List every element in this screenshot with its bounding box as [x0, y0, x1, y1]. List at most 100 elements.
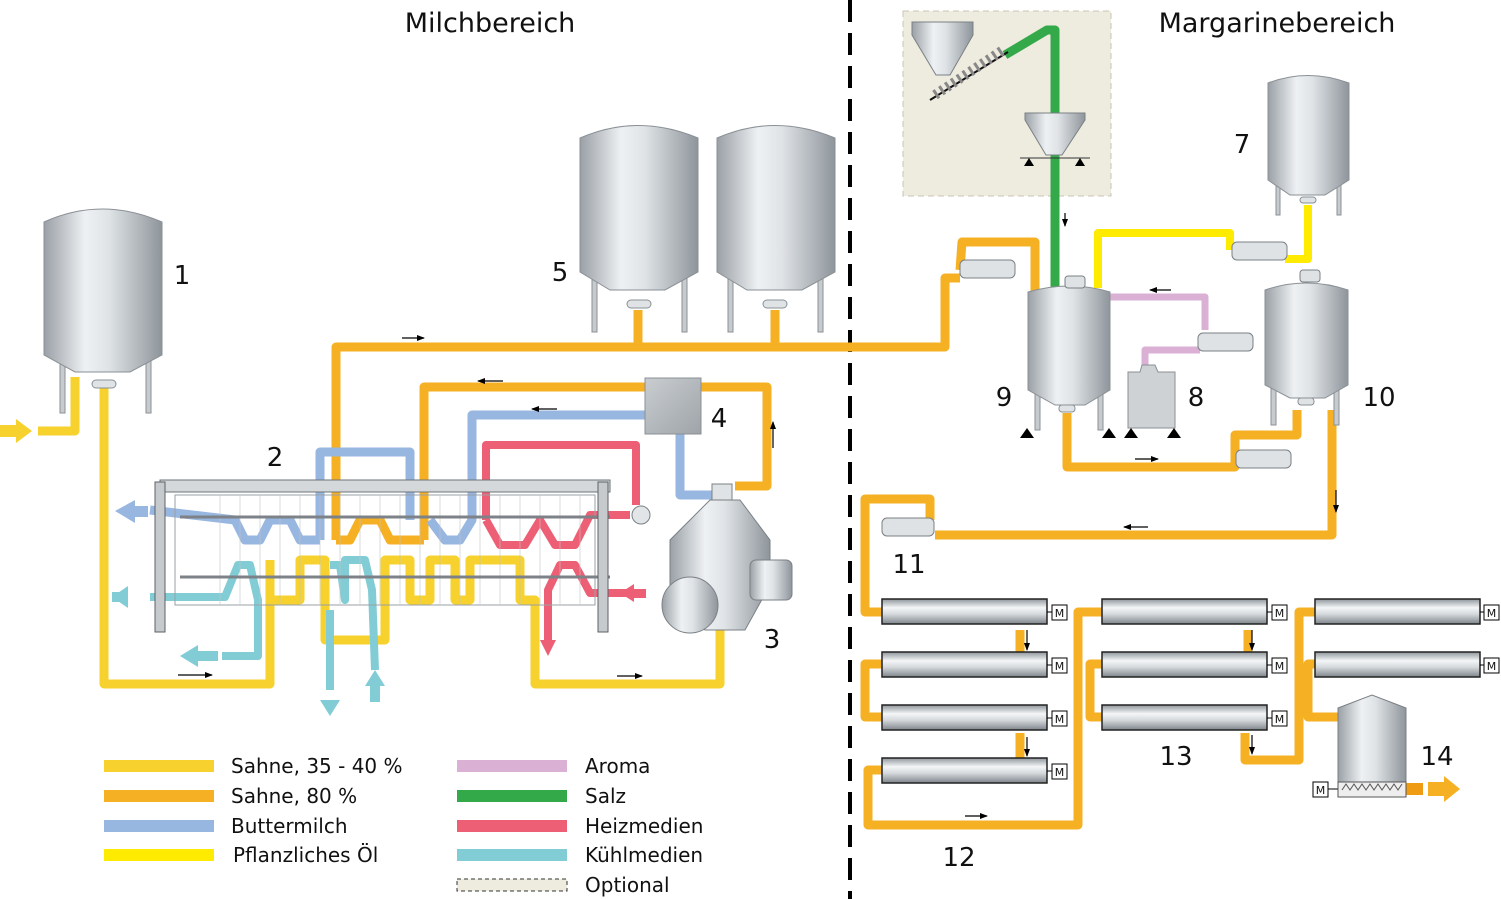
legend-label-kuehlmedien: Kühlmedien	[585, 843, 703, 867]
motor-icon: M	[1267, 604, 1288, 621]
motor-icon: M	[1267, 710, 1288, 727]
label-9: 9	[996, 383, 1013, 413]
svg-text:M: M	[1055, 660, 1065, 673]
pipes-margarine	[860, 410, 1460, 830]
pipe-salt	[1002, 25, 1060, 290]
motor-icon: M	[1047, 763, 1068, 780]
cylinder-13-3	[1101, 704, 1268, 731]
pump-icon	[1197, 332, 1254, 352]
cylinder-12-4	[881, 757, 1048, 784]
aroma-container-8	[1124, 364, 1181, 438]
svg-text:M: M	[1275, 660, 1285, 673]
cylinder-r-2	[1314, 651, 1481, 678]
motor-icon: M	[1047, 657, 1068, 674]
cooling-out-arrow-icon	[180, 645, 198, 667]
plate-heat-exchanger	[154, 479, 651, 633]
label-3: 3	[764, 625, 781, 655]
cooling-cylinders	[881, 598, 1481, 784]
flow-arrows-margarine	[965, 213, 1339, 819]
label-12: 12	[942, 843, 975, 873]
label-2: 2	[267, 443, 284, 473]
legend-swatch-heizmedien	[457, 820, 567, 832]
svg-text:M: M	[1316, 784, 1326, 797]
pumps	[881, 241, 1321, 537]
pump-icon	[631, 505, 651, 525]
tank-10	[1264, 282, 1349, 426]
agitator-icon	[1299, 269, 1321, 283]
svg-text:M: M	[1487, 660, 1497, 673]
output-arrow-icon	[1428, 776, 1460, 802]
salt-screw-feeder	[911, 21, 1090, 166]
label-11: 11	[892, 550, 925, 580]
pipe-buttermilk	[426, 410, 680, 545]
vessel-4	[644, 377, 702, 435]
cylinder-12-3	[881, 704, 1048, 731]
legend-swatch-pflanzliches-oel	[104, 849, 214, 861]
heating-in-arrow-icon	[620, 584, 646, 602]
legend-label-optional: Optional	[585, 873, 670, 897]
label-8: 8	[1188, 383, 1205, 413]
motor-icon: M	[1312, 781, 1338, 798]
legend-label-salz: Salz	[585, 784, 626, 808]
pipe-cream80-main	[331, 273, 960, 540]
cylinder-13-2	[1101, 651, 1268, 678]
svg-text:M: M	[1055, 766, 1065, 779]
pump-icon	[959, 259, 1016, 279]
pipe-cooling	[150, 561, 262, 660]
separator-3	[661, 483, 793, 634]
pipes-milk	[0, 237, 1040, 716]
pipe-cream-inlet	[38, 377, 80, 436]
svg-text:M: M	[1055, 713, 1065, 726]
legend-swatch-sahne-80	[104, 790, 214, 802]
tank-1	[43, 208, 163, 414]
title-milchbereich: Milchbereich	[405, 8, 576, 39]
tank-7	[1267, 75, 1350, 216]
cylinder-12-2	[881, 651, 1048, 678]
legend-label-sahne-80: Sahne, 80 %	[231, 784, 357, 808]
label-5: 5	[552, 258, 569, 288]
svg-text:M: M	[1275, 713, 1285, 726]
pipe-aroma	[1110, 293, 1209, 330]
agitator-icon	[1064, 275, 1086, 289]
legend-swatch-buttermilch	[104, 820, 214, 832]
motor-icon: M	[1047, 604, 1068, 621]
svg-text:M: M	[1275, 607, 1285, 620]
title-margarinebereich: Margarinebereich	[1159, 8, 1396, 39]
pipe-cream-phe-loops	[265, 555, 725, 689]
pump-icon	[881, 517, 935, 537]
legend-swatch-aroma	[457, 760, 567, 772]
legend-label-buttermilch: Buttermilch	[231, 814, 348, 838]
cylinder-13-1	[1101, 598, 1268, 625]
motor-icon: M	[1480, 604, 1500, 621]
tank-9	[1020, 285, 1116, 438]
tank-5a	[579, 125, 699, 333]
cylinder-12-1	[881, 598, 1048, 625]
pump-icon	[1231, 241, 1288, 261]
motor-icon: M	[1047, 710, 1068, 727]
legend-swatch-kuehlmedien	[457, 849, 567, 861]
cylinder-r-1	[1314, 598, 1481, 625]
legend-label-sahne-35-40: Sahne, 35 - 40 %	[231, 754, 403, 778]
label-10: 10	[1362, 383, 1395, 413]
legend-swatch-sahne-35-40	[104, 760, 214, 772]
pump-icon	[1235, 449, 1292, 469]
legend-swatch-optional	[456, 878, 568, 892]
buttermilk-out-arrow-icon	[115, 500, 148, 523]
packaging-14	[1337, 694, 1407, 798]
legend-label-heizmedien: Heizmedien	[585, 814, 703, 838]
label-13: 13	[1159, 742, 1192, 772]
label-4: 4	[711, 404, 728, 434]
legend: Sahne, 35 - 40 % Sahne, 80 % Buttermilch…	[104, 754, 703, 897]
pipe-cream-to-phe	[99, 388, 275, 689]
svg-text:M: M	[1055, 607, 1065, 620]
inlet-arrow-icon	[0, 419, 32, 443]
svg-text:M: M	[1487, 607, 1497, 620]
legend-label-pflanzliches-oel: Pflanzliches Öl	[233, 843, 378, 867]
legend-label-aroma: Aroma	[585, 754, 650, 778]
motors: M M M M M M M M M M	[1047, 604, 1500, 798]
label-7: 7	[1234, 130, 1251, 160]
label-14: 14	[1420, 742, 1453, 772]
tank-5b	[716, 125, 836, 333]
pipe-oil	[1285, 205, 1312, 263]
